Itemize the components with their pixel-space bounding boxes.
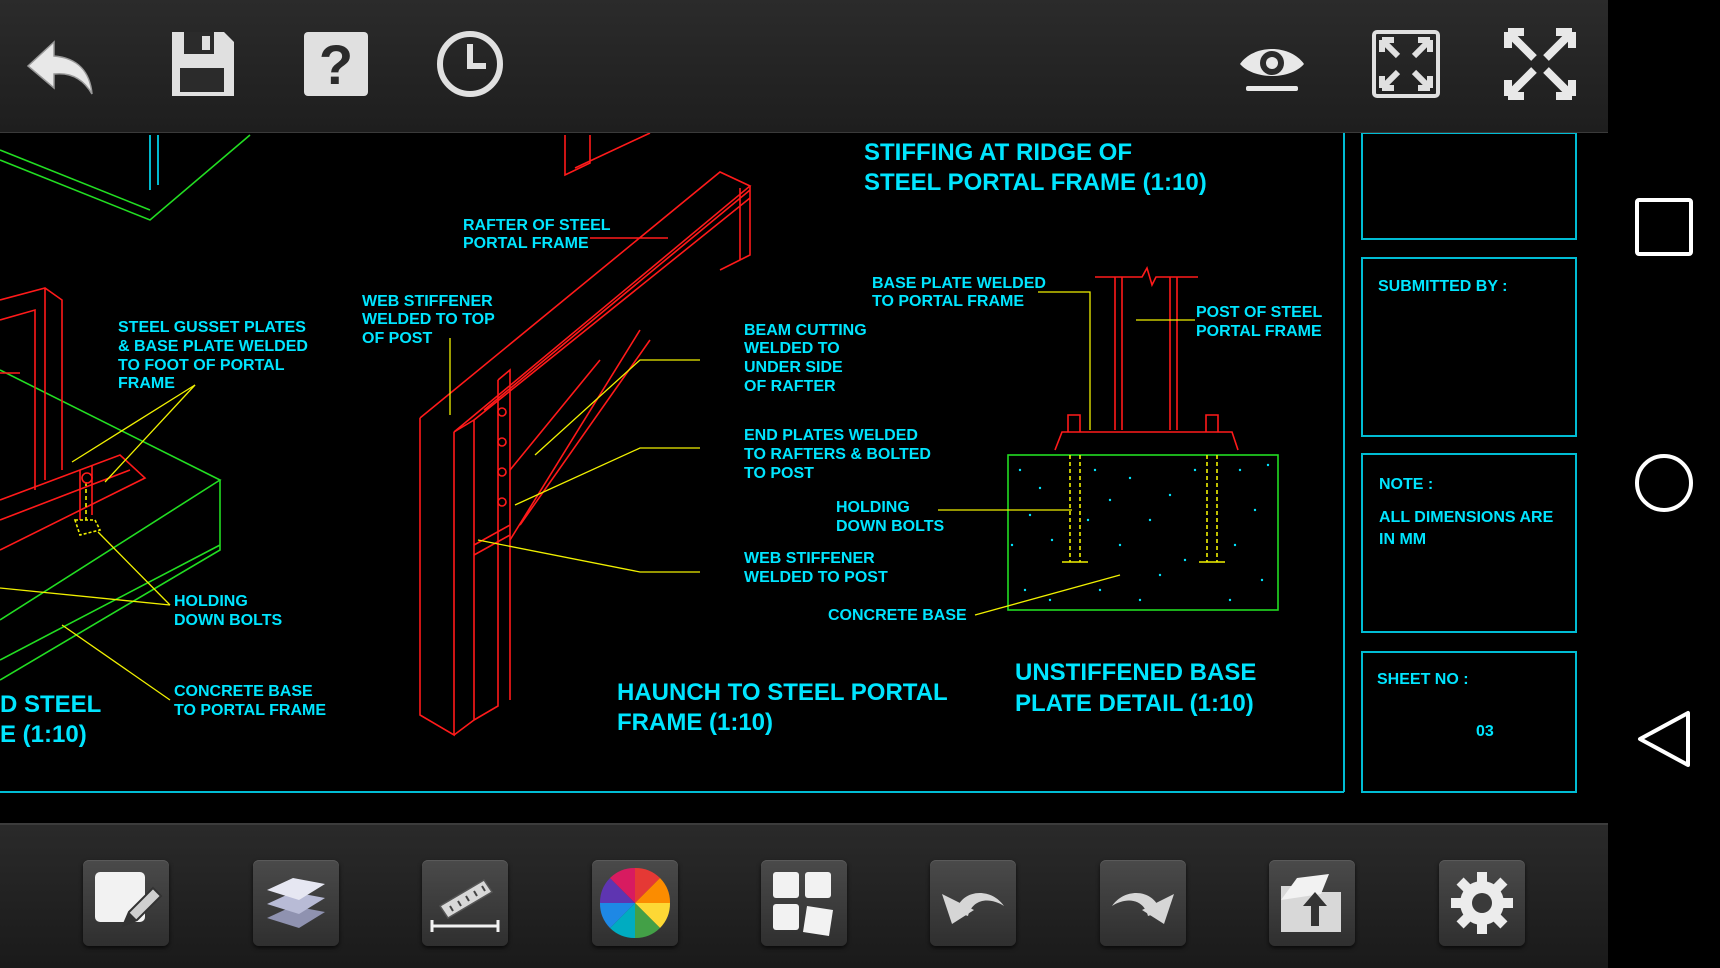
sheet-no-label: SHEET NO : bbox=[1377, 671, 1469, 688]
svg-text:PORTAL FRAME: PORTAL FRAME bbox=[1196, 323, 1322, 340]
svg-text:UNSTIFFENED BASE: UNSTIFFENED BASE bbox=[1015, 659, 1256, 686]
svg-text:NOTE :: NOTE : bbox=[1379, 476, 1433, 493]
svg-text:DOWN BOLTS: DOWN BOLTS bbox=[836, 518, 944, 535]
svg-text:E (1:10): E (1:10) bbox=[0, 721, 87, 748]
android-nav-bar bbox=[1608, 0, 1720, 968]
title-haunch-2: FRAME (1:10) bbox=[617, 709, 773, 736]
svg-text:STEEL GUSSET PLATES: STEEL GUSSET PLATES bbox=[118, 319, 306, 336]
layers-icon[interactable] bbox=[253, 860, 339, 946]
svg-text:?: ? bbox=[319, 33, 353, 96]
view-eye-icon[interactable] bbox=[1236, 28, 1308, 100]
haunch-detail-geometry bbox=[419, 133, 752, 737]
svg-text:END PLATES WELDED: END PLATES WELDED bbox=[744, 427, 918, 444]
color-wheel-icon[interactable] bbox=[592, 860, 678, 946]
haunch-detail-leaders bbox=[449, 338, 700, 573]
left-detail-geometry bbox=[0, 134, 251, 681]
concrete-hatch bbox=[1010, 463, 1270, 602]
svg-text:SHEET NO :: SHEET NO : bbox=[1377, 671, 1469, 688]
markup-pencil-icon[interactable] bbox=[83, 860, 169, 946]
drawing-canvas[interactable]: STIFFING AT RIDGE OF STEEL PORTAL FRAME … bbox=[0, 133, 1608, 823]
svg-text:WEB STIFFENER: WEB STIFFENER bbox=[362, 293, 493, 310]
recent-apps-square-icon[interactable] bbox=[1632, 195, 1696, 259]
svg-text:WELDED TO: WELDED TO bbox=[744, 340, 840, 357]
base-detail-leaders bbox=[938, 291, 1195, 616]
svg-text:ALL DIMENSIONS ARE: ALL DIMENSIONS ARE bbox=[1379, 509, 1554, 526]
svg-text:CONCRETE BASE: CONCRETE BASE bbox=[174, 683, 313, 700]
sheet-no-value: 03 bbox=[1476, 723, 1494, 740]
svg-text:OF POST: OF POST bbox=[362, 330, 432, 347]
svg-text:STEEL PORTAL FRAME (1:10): STEEL PORTAL FRAME (1:10) bbox=[864, 169, 1207, 196]
blocks-icon[interactable] bbox=[761, 860, 847, 946]
svg-text:BASE PLATE WELDED: BASE PLATE WELDED bbox=[872, 275, 1046, 292]
save-floppy-icon[interactable] bbox=[166, 28, 238, 100]
home-circle-icon[interactable] bbox=[1632, 451, 1696, 515]
svg-text:HOLDING: HOLDING bbox=[836, 499, 910, 516]
svg-text:& BASE PLATE WELDED: & BASE PLATE WELDED bbox=[118, 338, 308, 355]
svg-text:TO PORTAL FRAME: TO PORTAL FRAME bbox=[174, 702, 326, 719]
export-folder-icon[interactable] bbox=[1269, 860, 1355, 946]
title-base-1: UNSTIFFENED BASE bbox=[1015, 659, 1256, 686]
svg-text:FRAME: FRAME bbox=[118, 375, 175, 392]
title-base-2: PLATE DETAIL (1:10) bbox=[1015, 690, 1254, 717]
title-ridge-1: STIFFING AT RIDGE OF bbox=[864, 139, 1132, 166]
svg-text:TO PORTAL FRAME: TO PORTAL FRAME bbox=[872, 293, 1024, 310]
fullscreen-icon[interactable] bbox=[1504, 28, 1576, 100]
svg-text:FRAME (1:10): FRAME (1:10) bbox=[617, 709, 773, 736]
settings-gear-icon[interactable] bbox=[1439, 860, 1525, 946]
back-arrow-icon[interactable] bbox=[24, 28, 96, 100]
svg-text:RAFTER OF STEEL: RAFTER OF STEEL bbox=[463, 217, 611, 234]
submitted-by-label: SUBMITTED BY : bbox=[1378, 278, 1507, 295]
sheet-border bbox=[0, 133, 1577, 793]
left-detail-leaders bbox=[0, 384, 196, 701]
bottom-toolbar bbox=[0, 823, 1608, 968]
svg-text:PLATE DETAIL (1:10): PLATE DETAIL (1:10) bbox=[1015, 690, 1254, 717]
svg-text:TO POST: TO POST bbox=[744, 465, 814, 482]
svg-text:TO FOOT OF PORTAL: TO FOOT OF PORTAL bbox=[118, 357, 285, 374]
note-label: NOTE : bbox=[1379, 476, 1433, 493]
help-question-icon[interactable]: ? bbox=[300, 28, 372, 100]
svg-text:TO RAFTERS & BOLTED: TO RAFTERS & BOLTED bbox=[744, 446, 931, 463]
title-haunch-1: HAUNCH TO STEEL PORTAL bbox=[617, 679, 948, 706]
svg-text:WELDED TO TOP: WELDED TO TOP bbox=[362, 311, 495, 328]
svg-text:UNDER SIDE: UNDER SIDE bbox=[744, 359, 843, 376]
svg-text:IN MM: IN MM bbox=[1379, 531, 1426, 548]
svg-text:HOLDING: HOLDING bbox=[174, 593, 248, 610]
svg-text:D STEEL: D STEEL bbox=[0, 691, 101, 718]
title-left-1: D STEEL bbox=[0, 691, 101, 718]
back-triangle-icon[interactable] bbox=[1632, 707, 1696, 771]
svg-text:OF RAFTER: OF RAFTER bbox=[744, 378, 836, 395]
measure-ruler-icon[interactable] bbox=[422, 860, 508, 946]
zoom-extents-icon[interactable] bbox=[1370, 28, 1442, 100]
svg-text:BEAM CUTTING: BEAM CUTTING bbox=[744, 322, 867, 339]
redo-icon[interactable] bbox=[1100, 860, 1186, 946]
svg-text:WEB STIFFENER: WEB STIFFENER bbox=[744, 550, 875, 567]
svg-text:CONCRETE BASE: CONCRETE BASE bbox=[828, 607, 967, 624]
svg-text:STIFFING AT RIDGE OF: STIFFING AT RIDGE OF bbox=[864, 139, 1132, 166]
svg-text:HAUNCH TO STEEL PORTAL: HAUNCH TO STEEL PORTAL bbox=[617, 679, 948, 706]
svg-text:03: 03 bbox=[1476, 723, 1494, 740]
base-detail-geometry bbox=[1007, 265, 1279, 611]
svg-text:WELDED TO POST: WELDED TO POST bbox=[744, 569, 888, 586]
svg-text:PORTAL FRAME: PORTAL FRAME bbox=[463, 235, 589, 252]
cad-drawing: STIFFING AT RIDGE OF STEEL PORTAL FRAME … bbox=[0, 133, 1577, 793]
svg-text:POST OF STEEL: POST OF STEEL bbox=[1196, 304, 1322, 321]
drawing-text: STIFFING AT RIDGE OF STEEL PORTAL FRAME … bbox=[0, 139, 1554, 748]
title-left-2: E (1:10) bbox=[0, 721, 87, 748]
undo-icon[interactable] bbox=[930, 860, 1016, 946]
svg-text:DOWN BOLTS: DOWN BOLTS bbox=[174, 612, 282, 629]
top-toolbar: ? bbox=[0, 0, 1608, 133]
history-clock-icon[interactable] bbox=[434, 28, 506, 100]
svg-text:SUBMITTED BY :: SUBMITTED BY : bbox=[1378, 278, 1507, 295]
title-ridge-2: STEEL PORTAL FRAME (1:10) bbox=[864, 169, 1207, 196]
